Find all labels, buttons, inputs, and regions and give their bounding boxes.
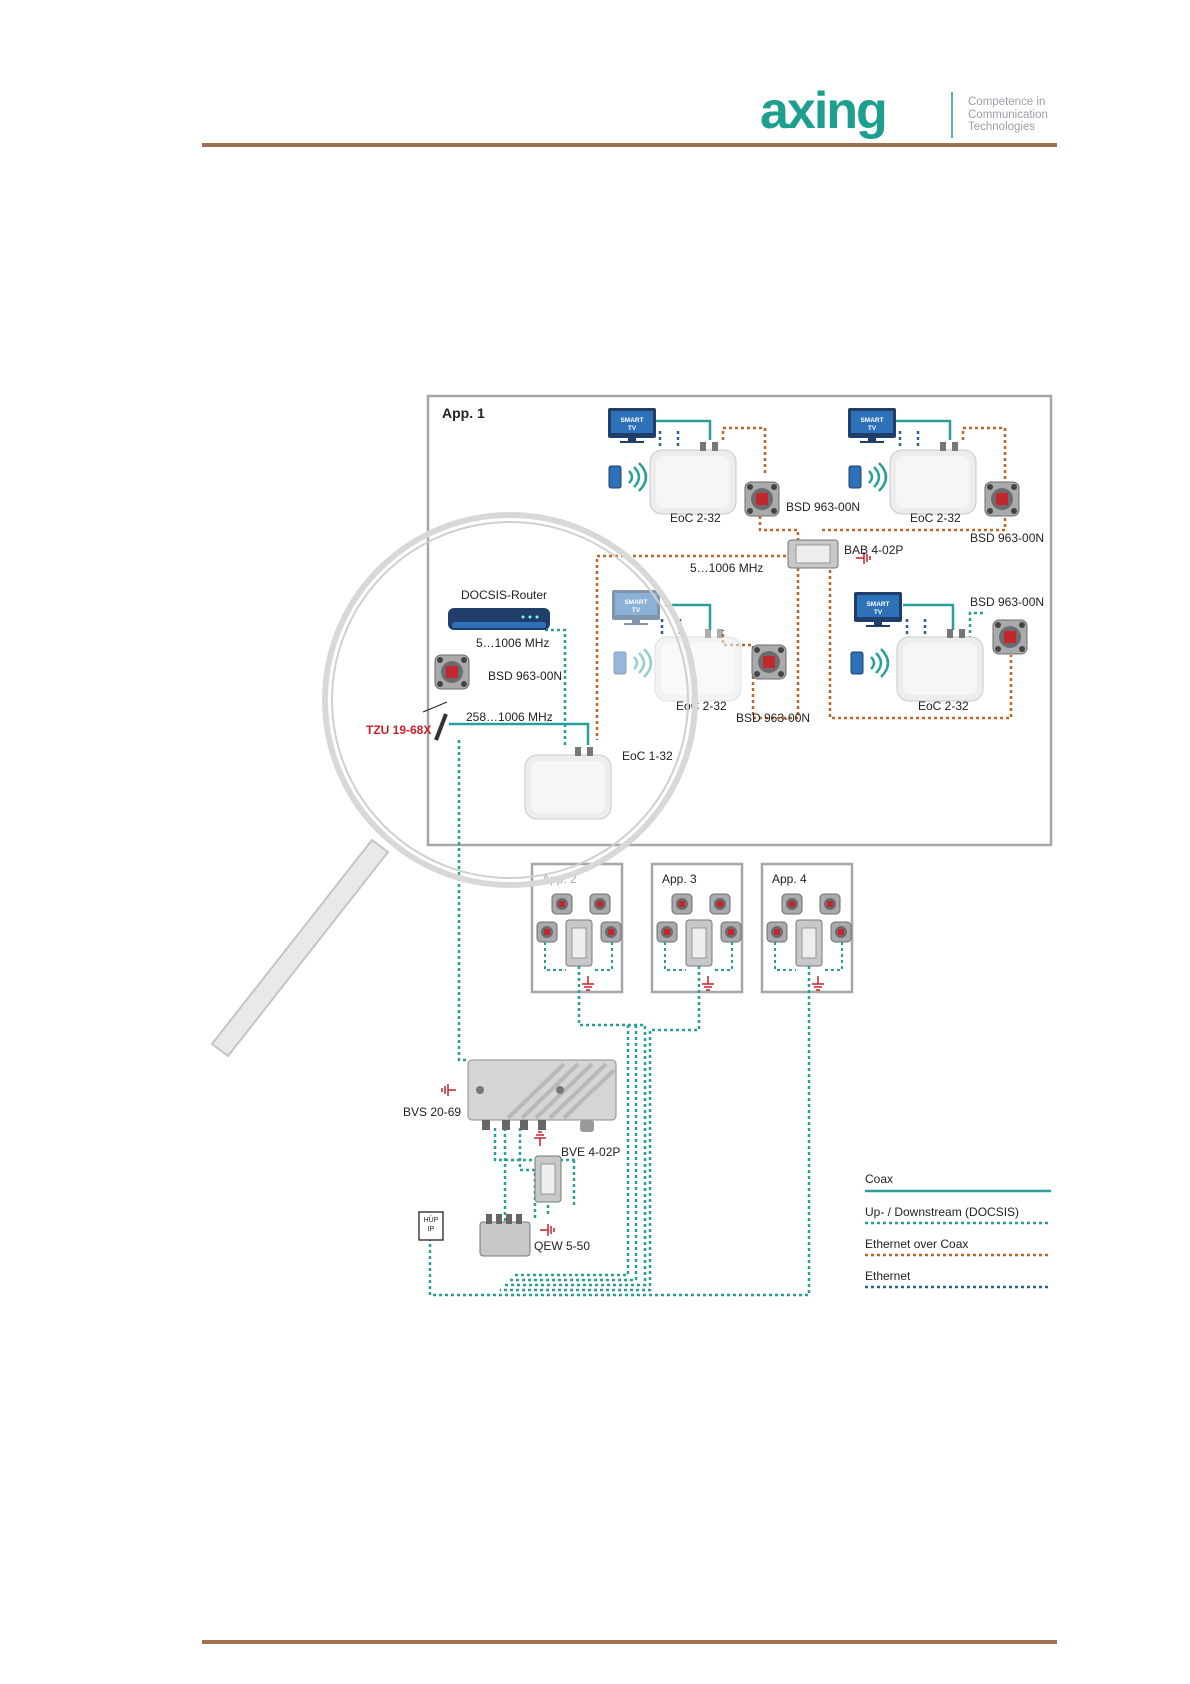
brand-logo-text: axing [760, 88, 886, 140]
antenna-socket [744, 481, 780, 517]
splitter-label: BAB 4-02P [844, 543, 903, 557]
eoc-adapter [896, 628, 984, 702]
hup-ip-box: HÜP IP [418, 1211, 444, 1241]
app1-docsis-cables [545, 611, 985, 745]
eoc-master-label: EoC 1-32 [622, 749, 673, 763]
legend: Coax Up- / Downstream (DOCSIS) Ethernet … [865, 1172, 1051, 1289]
splitter-freq-label: 5…1006 MHz [690, 561, 763, 575]
tagline-line: Competence in [968, 96, 1046, 108]
svg-text:SMART: SMART [620, 417, 643, 424]
tagline-line: Communication [968, 108, 1048, 121]
filter-tzu-icon [434, 713, 448, 741]
socket-label: BSD 963-00N [970, 531, 1044, 545]
eoc-label: EoC 2-32 [918, 699, 969, 713]
eoc-adapter [649, 441, 737, 515]
smart-tv: SMART TV [854, 592, 902, 627]
eoc-master-adapter [524, 746, 612, 820]
footer-rule [202, 1640, 1057, 1644]
ground-icon [533, 1131, 547, 1147]
ground-icon [441, 1083, 457, 1097]
eoc-adapter [889, 441, 977, 515]
app1-title: App. 1 [442, 405, 485, 421]
app-sockets [536, 893, 852, 991]
amplifier-label: BVS 20-69 [403, 1105, 461, 1119]
phone-wifi-icon [612, 647, 653, 679]
app-internal-cables [544, 942, 843, 971]
phone-wifi-icon [847, 461, 888, 493]
svg-text:TV: TV [868, 425, 877, 432]
filter-pointer [422, 701, 448, 713]
bve-distributor [534, 1155, 562, 1203]
svg-text:TV: TV [632, 607, 641, 614]
socket-label: BSD 963-00N [970, 595, 1044, 609]
phone-wifi-icon [607, 461, 648, 493]
app4-frame: App. 4 [760, 862, 854, 994]
eoc-adapter [654, 628, 742, 702]
qew-multiswitch [479, 1214, 531, 1257]
router-freq-label: 5…1006 MHz [476, 636, 549, 650]
app3-title: App. 3 [662, 872, 697, 886]
app3-frame: App. 3 [650, 862, 744, 994]
svg-text:SMART: SMART [866, 601, 889, 608]
antenna-socket [984, 481, 1020, 517]
filter-freq-label: 258…1006 MHz [466, 710, 553, 724]
svg-text:TV: TV [874, 609, 883, 616]
bab-splitter [787, 539, 839, 569]
distributor-label: BVE 4-02P [561, 1145, 620, 1159]
socket-label: BSD 963-00N [736, 711, 810, 725]
tagline-line: Technologies [968, 121, 1036, 133]
svg-text:TV: TV [628, 425, 637, 432]
phone-wifi-icon [849, 647, 890, 679]
eoc-label: EoC 2-32 [910, 511, 961, 525]
header-rule [202, 143, 1057, 147]
app1-coax-cables [449, 419, 955, 745]
multiswitch-label: QEW 5-50 [534, 1239, 590, 1253]
riser-docsis-cables [428, 740, 811, 1297]
magnifier-glass [210, 512, 698, 1058]
socket-label: BSD 963-00N [786, 500, 860, 514]
app4-title: App. 4 [772, 872, 807, 886]
eoc-label: EoC 2-32 [670, 511, 721, 525]
smart-tv: SMART TV [612, 590, 660, 625]
brand-logo: axing [760, 82, 960, 149]
legend-label: Coax [865, 1172, 893, 1186]
app1-frame [426, 394, 1053, 847]
legend-label: Ethernet [865, 1269, 911, 1283]
svg-text:SMART: SMART [860, 417, 883, 424]
svg-text:IP: IP [428, 1226, 435, 1233]
legend-label: Up- / Downstream (DOCSIS) [865, 1205, 1019, 1219]
bvs-amplifier [467, 1059, 617, 1132]
antenna-socket [751, 644, 787, 680]
router-label: DOCSIS-Router [461, 588, 547, 602]
smart-tv: SMART TV [608, 408, 656, 443]
antenna-socket [434, 654, 470, 690]
legend-label: Ethernet over Coax [865, 1237, 968, 1251]
docsis-router-icon [448, 608, 550, 630]
svg-text:SMART: SMART [624, 599, 647, 606]
antenna-socket [992, 619, 1028, 655]
svg-text:HÜP: HÜP [424, 1216, 439, 1224]
router-socket-label: BSD 963-00N [488, 669, 562, 683]
ground-icon [539, 1223, 555, 1237]
brand-tagline: Competence in Communication Technologies [968, 96, 1058, 134]
smart-tv: SMART TV [848, 408, 896, 443]
eoc-label: EoC 2-32 [676, 699, 727, 713]
filter-label: TZU 19-68X [366, 723, 431, 737]
